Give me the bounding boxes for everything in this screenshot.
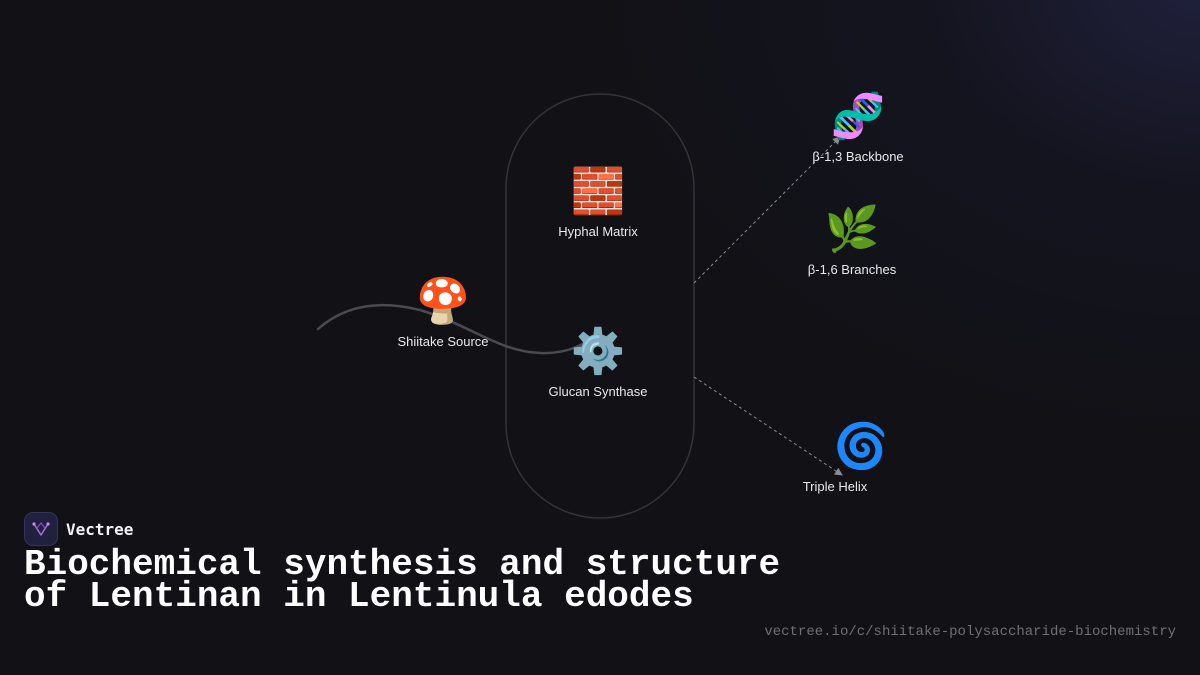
node-label: Glucan Synthase (548, 384, 648, 399)
brick-icon: 🧱 (570, 166, 626, 217)
synthesis-capsule (505, 93, 695, 519)
source-flow-curve (316, 303, 600, 355)
node-label: β-1,6 Branches (807, 262, 897, 277)
node-shiitake-source: 🍄 Shiitake Source (397, 276, 488, 349)
page-title: Biochemical synthesis and structure of L… (24, 544, 781, 617)
node-triple-helix: 🌀 Triple Helix (782, 421, 889, 494)
mushroom-icon: 🍄 (415, 276, 471, 327)
node-label: β-1,3 Backbone (812, 149, 904, 164)
node-beta-16-branches: 🌿 β-1,6 Branches (808, 204, 896, 277)
herb-icon: 🌿 (824, 204, 880, 255)
node-label: Shiitake Source (397, 334, 489, 349)
node-hyphal-matrix: 🧱 Hyphal Matrix (558, 166, 637, 239)
dna-icon: 🧬 (830, 91, 886, 142)
arrow-to-backbone (693, 136, 841, 284)
node-label: Hyphal Matrix (558, 224, 638, 239)
source-url[interactable]: vectree.io/c/shiitake-polysaccharide-bio… (764, 624, 1176, 640)
cyclone-icon: 🌀 (833, 421, 889, 472)
vectree-logo-icon (24, 512, 58, 546)
node-glucan-synthase: ⚙️ Glucan Synthase (548, 326, 647, 399)
brand[interactable]: Vectree (24, 512, 133, 546)
gear-icon: ⚙️ (570, 326, 626, 377)
node-beta-13-backbone: 🧬 β-1,3 Backbone (812, 91, 903, 164)
node-label: Triple Helix (802, 479, 868, 494)
brand-name: Vectree (66, 519, 134, 539)
